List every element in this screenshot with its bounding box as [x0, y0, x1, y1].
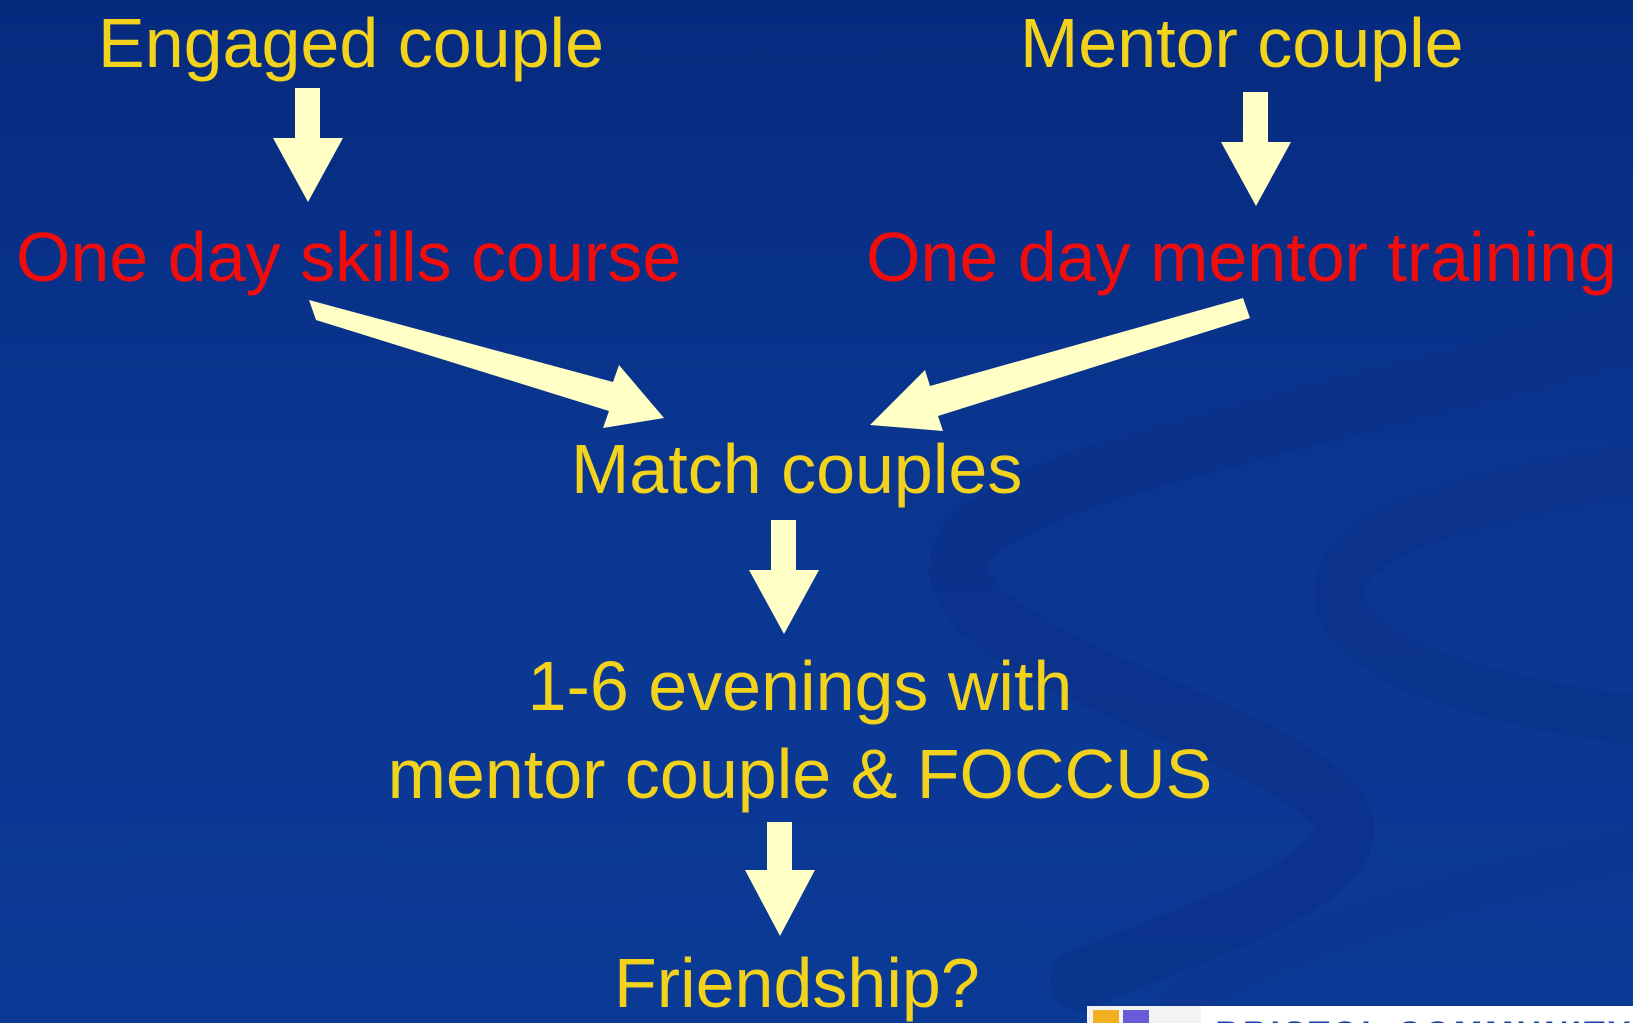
arrow-mentor-to-training [1221, 92, 1291, 206]
logo-mark [1087, 1006, 1202, 1023]
friendship-label: Friendship? [614, 944, 980, 1022]
arrow-training-to-match [870, 298, 1250, 431]
arrow-skills-to-match [309, 300, 664, 428]
evenings-line-1: 1-6 evenings with [527, 647, 1073, 725]
mentor-couple-label: Mentor couple [1020, 4, 1464, 82]
mentor-training-label: One day mentor training [866, 218, 1617, 296]
engaged-couple-label: Engaged couple [98, 4, 604, 82]
logo-square-orange [1093, 1010, 1119, 1023]
skills-course-label: One day skills course [16, 218, 682, 296]
arrow-engaged-to-skills [273, 88, 343, 202]
arrow-match-to-evenings [749, 520, 819, 634]
logo-square-purple [1123, 1010, 1149, 1023]
evenings-label: 1-6 evenings with mentor couple & FOCCUS [0, 642, 1600, 818]
arrow-evenings-to-friendship [745, 822, 815, 936]
logo-text: BRISTOL COMMUNITY [1201, 1006, 1633, 1023]
bristol-community-logo: BRISTOL COMMUNITY [1087, 1006, 1633, 1023]
evenings-line-2: mentor couple & FOCCUS [387, 735, 1213, 813]
match-couples-label: Match couples [571, 430, 1023, 508]
